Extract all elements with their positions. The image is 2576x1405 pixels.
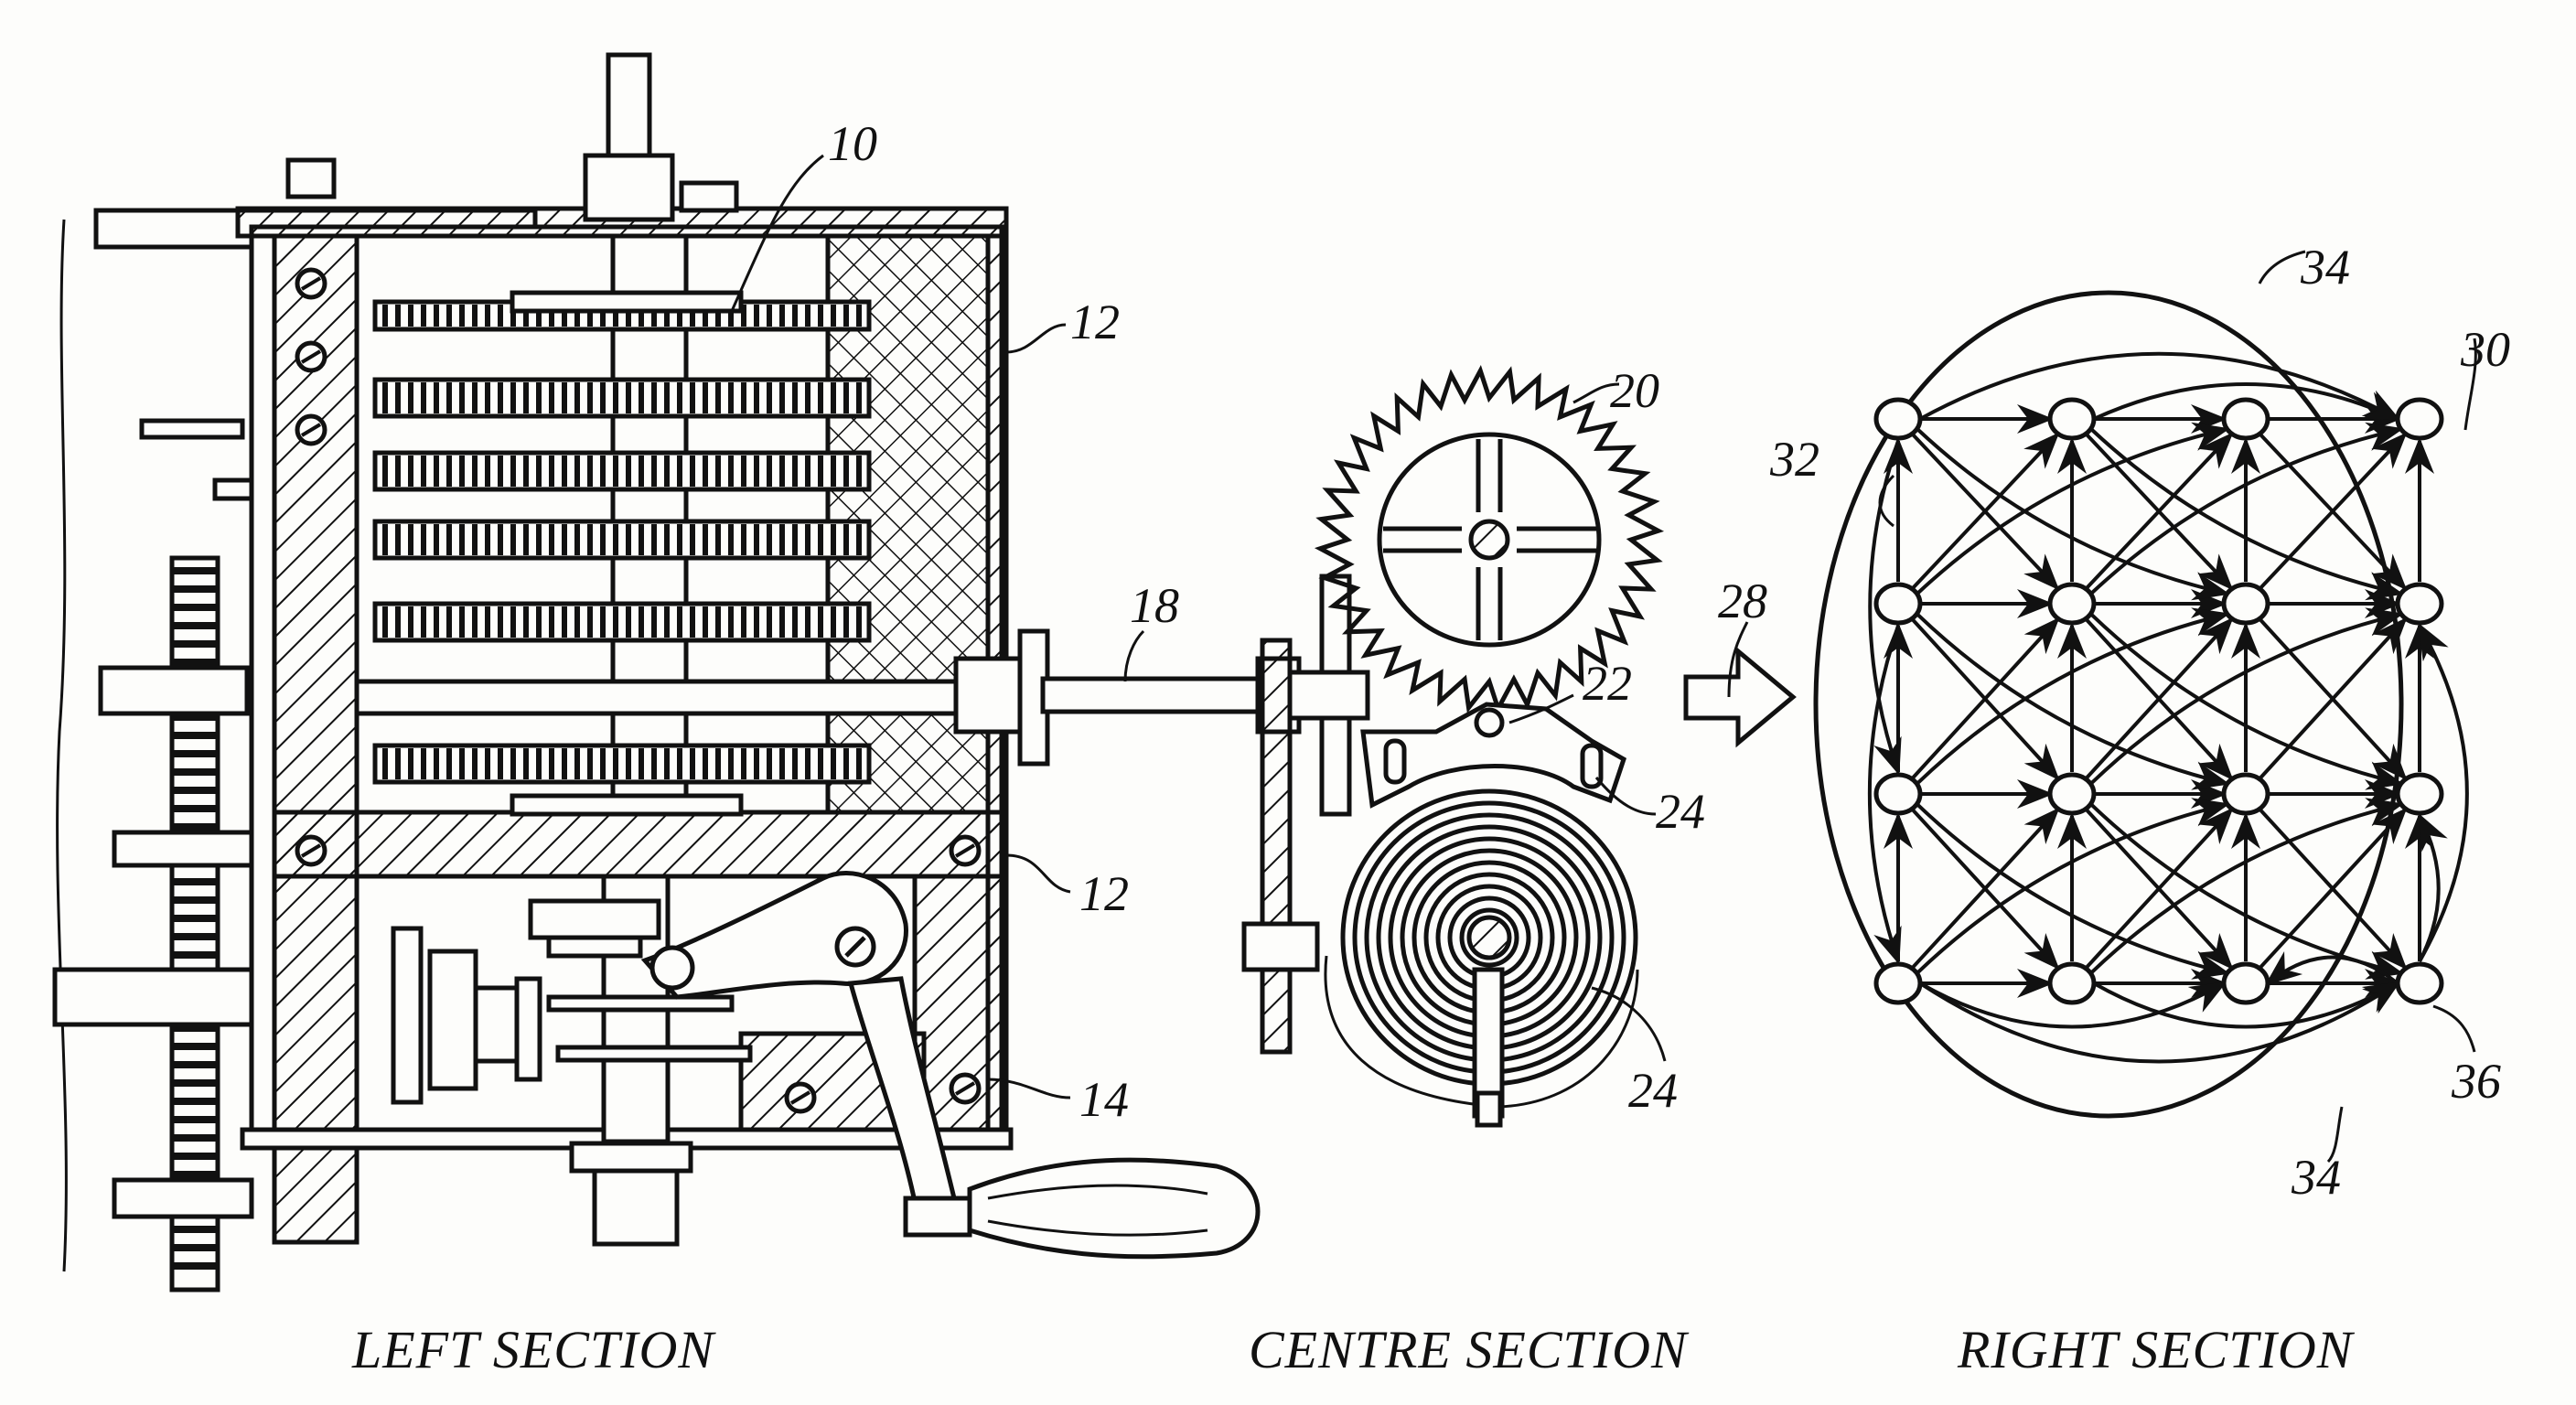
network-edge [1916, 613, 2230, 790]
network-node [2221, 961, 2270, 1005]
screw [295, 413, 327, 446]
network-edge [1916, 798, 2230, 974]
screw [784, 1081, 817, 1114]
ref-10: 10 [828, 116, 877, 171]
ref-12-top: 12 [1070, 295, 1120, 349]
ref-14: 14 [1079, 1072, 1129, 1127]
network-edge [1918, 981, 2401, 1064]
network-edge [2085, 807, 2234, 969]
network-edge [2264, 950, 2399, 986]
ref-12-mid: 12 [1079, 866, 1129, 921]
pallet [1360, 702, 1627, 809]
network-edge [1916, 422, 2230, 595]
network-edge [2093, 382, 2401, 421]
network-edge [1916, 607, 2230, 785]
network-node [2047, 397, 2097, 441]
ref-18: 18 [1130, 578, 1179, 633]
ref-22: 22 [1583, 656, 1632, 711]
ref-24-spring: 24 [1628, 1063, 1678, 1118]
network-edge [2418, 622, 2469, 962]
network-edge [1867, 625, 1902, 965]
network-node [1873, 772, 1923, 816]
network-node [1873, 397, 1923, 441]
network-edge [2259, 807, 2408, 969]
screw [295, 834, 327, 867]
reference-numerals: 10 12 12 14 18 20 22 24 24 28 34 30 32 3… [730, 116, 2510, 1205]
network-node [2221, 397, 2270, 441]
network-node [2395, 961, 2444, 1005]
network-edge [2089, 607, 2404, 785]
stacked-gear [372, 377, 872, 419]
network-node [2221, 582, 2270, 626]
network-boundary [1813, 290, 2404, 1119]
ref-30: 30 [2460, 322, 2510, 377]
ref-24-pallet: 24 [1656, 784, 1705, 839]
network-node [2047, 961, 2097, 1005]
network-edge [2093, 981, 2401, 1029]
network-edge [1911, 432, 2060, 589]
network-edge [2085, 617, 2234, 779]
network-edge [2089, 798, 2404, 974]
ref-28: 28 [1718, 574, 1767, 628]
stacked-gear [372, 450, 872, 492]
left-section-mechanism [52, 52, 1261, 1292]
network-edge [1911, 807, 2060, 969]
network-edge [2259, 432, 2408, 589]
centre-section-mechanism [1040, 364, 1797, 1128]
caption-right-section: RIGHT SECTION [1957, 1320, 2356, 1379]
network-node [2395, 582, 2444, 626]
screw [295, 267, 327, 300]
network-node [2395, 397, 2444, 441]
escape-wheel [1314, 364, 1665, 715]
caption-centre-section: CENTRE SECTION [1249, 1320, 1690, 1379]
ref-36: 36 [2451, 1054, 2501, 1109]
caption-left-section: LEFT SECTION [351, 1320, 716, 1379]
screw [949, 834, 982, 867]
network-edge [1919, 351, 2401, 421]
network-edge [2085, 432, 2234, 589]
stacked-gear [372, 519, 872, 561]
network-graph [1813, 290, 2469, 1119]
stacked-gear [372, 601, 872, 643]
network-node [1873, 582, 1923, 626]
network-edge [1911, 617, 2060, 779]
stacked-gear [372, 743, 872, 785]
network-node [2395, 772, 2444, 816]
network-node [2221, 772, 2270, 816]
ref-32: 32 [1769, 432, 1819, 487]
screw [295, 340, 327, 373]
network-node [2047, 582, 2097, 626]
network-node [1873, 961, 1923, 1005]
ref-34-top: 34 [2300, 240, 2350, 295]
network-edge [2418, 812, 2448, 962]
screw [949, 1072, 982, 1105]
network-edge [2259, 617, 2408, 779]
network-edge [1916, 427, 2230, 601]
output-arrow [1683, 646, 1797, 748]
ref-20: 20 [1610, 363, 1659, 418]
ref-34-bottom: 34 [2291, 1150, 2341, 1205]
network-edge [1916, 803, 2230, 980]
network-edge [2089, 422, 2404, 595]
network-edge [1919, 981, 2227, 1029]
network-node [2047, 772, 2097, 816]
